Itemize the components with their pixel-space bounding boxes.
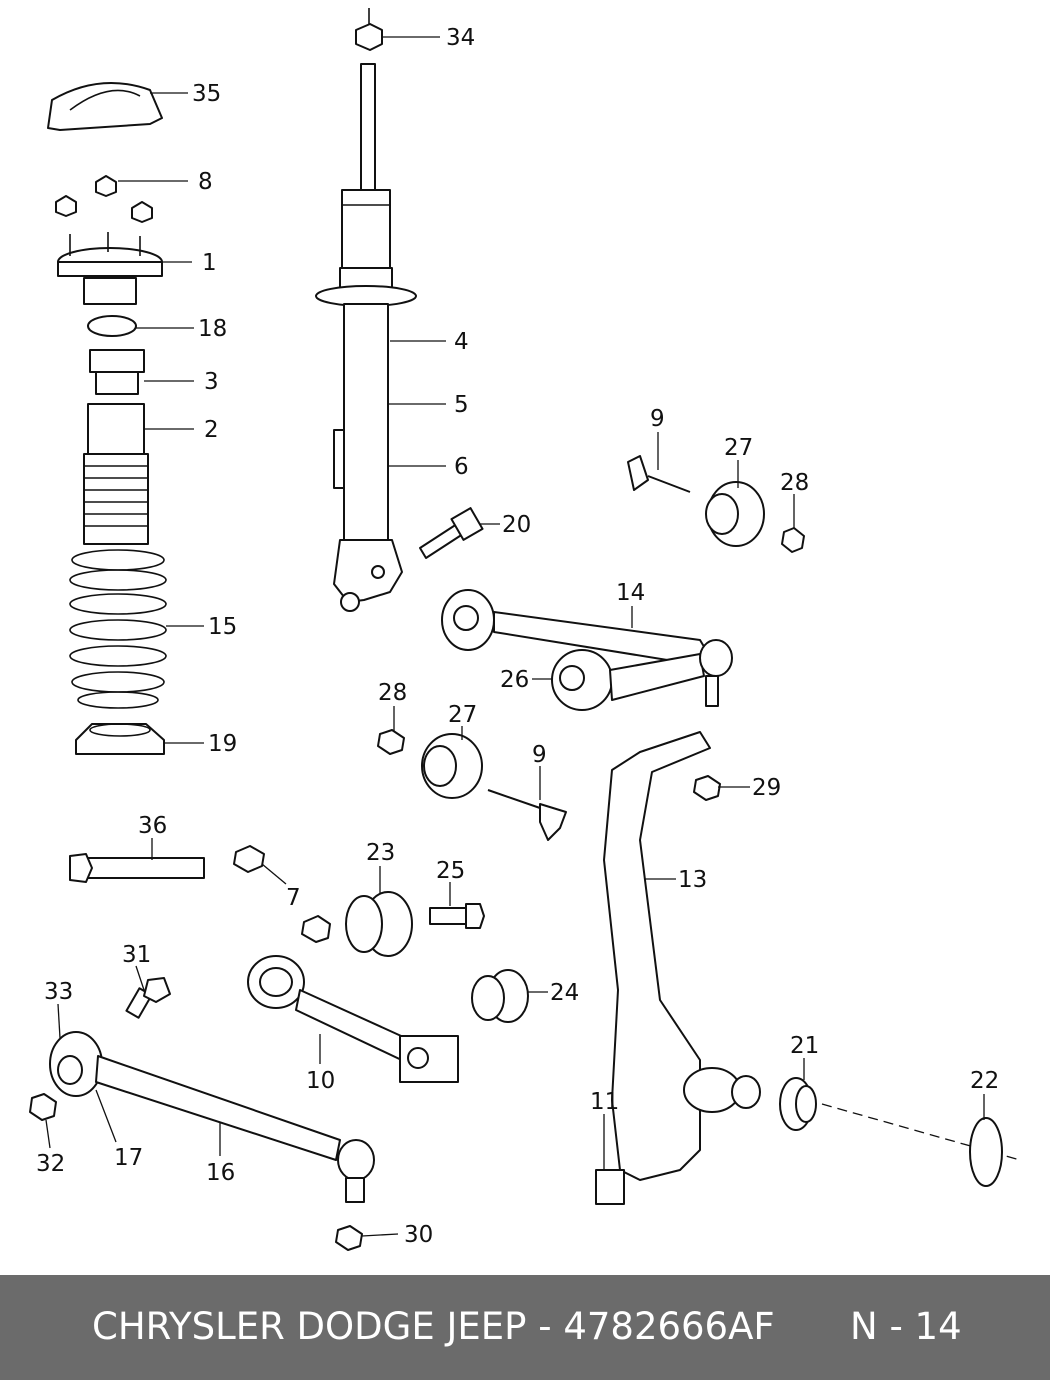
upper-arm-bolt-b [487,789,567,841]
callout-20: 20 [502,512,531,538]
knuckle-nut [693,775,721,801]
mount-nuts [55,175,153,223]
callout-28b: 28 [378,680,407,706]
callout-18: 18 [198,316,227,342]
footer-title: CHRYSLER DODGE JEEP - 4782666AF [92,1305,775,1348]
strut-bolt [419,507,484,559]
callout-9b: 9 [532,742,547,768]
lower-control-arm [247,955,459,1083]
spring-isolator [75,723,165,755]
steering-knuckle [595,731,761,1205]
upper-nut-b [377,729,405,755]
callout-21: 21 [790,1033,819,1059]
callout-23: 23 [366,840,395,866]
bearing [87,315,137,337]
upper-arm-bolt-a [627,455,691,493]
callout-5: 5 [454,392,469,418]
upper-mount [57,232,163,305]
callout-10: 10 [306,1068,335,1094]
dust-boot [83,403,149,545]
callout-4: 4 [454,329,469,355]
lower-bushing-b [471,969,529,1023]
lower-bushing-a [345,891,413,957]
callout-1: 1 [202,250,217,276]
hub-nut [779,1077,1021,1161]
callout-32: 32 [36,1151,65,1177]
callout-26: 26 [500,667,529,693]
callout-9a: 9 [650,406,665,432]
callout-25: 25 [436,858,465,884]
footer-page-code: N - 14 [850,1305,962,1348]
callout-16: 16 [206,1160,235,1186]
callout-33: 33 [44,979,73,1005]
tension-strut [49,1031,375,1203]
callout-labels: 34 35 8 1 18 3 2 15 19 4 5 6 20 9 27 28 … [36,25,999,1248]
callout-8: 8 [198,169,213,195]
long-bolt [69,853,205,883]
callout-29: 29 [752,775,781,801]
lower-nut-a [233,845,265,873]
callout-2: 2 [204,417,219,443]
callout-34: 34 [446,25,475,51]
callout-15: 15 [208,614,237,640]
callout-14: 14 [616,580,645,606]
lower-bolt-a [429,903,485,929]
callout-30: 30 [404,1222,433,1248]
top-cap [47,81,163,131]
upper-bushing-a [705,481,765,547]
lower-bolt-b [125,977,171,1019]
callout-28a: 28 [780,470,809,496]
footer-bar: CHRYSLER DODGE JEEP - 4782666AF N - 14 [0,1275,1050,1380]
lower-nut-b [301,915,331,943]
callout-6: 6 [454,454,469,480]
upper-nut-a [781,527,805,553]
callout-13: 13 [678,867,707,893]
ball-joint-nut [335,1225,363,1251]
strut-nut [355,8,383,51]
leader-lines [45,36,985,1237]
upper-bushing-b [421,733,483,799]
callout-7: 7 [286,885,301,911]
suspension-exploded-diagram: 34 35 8 1 18 3 2 15 19 4 5 6 20 9 27 28 … [29,8,1021,1251]
callout-31: 31 [122,942,151,968]
callout-36: 36 [138,813,167,839]
upper-control-arm [441,589,733,711]
hub-cap [969,1117,1003,1187]
strut-rod-nut [29,1093,57,1121]
callout-35: 35 [192,81,221,107]
callout-22: 22 [970,1068,999,1094]
coil-spring [69,549,167,709]
callout-11: 11 [590,1089,619,1115]
jounce-bumper [89,349,145,395]
callout-19: 19 [208,731,237,757]
callout-27b: 27 [448,702,477,728]
callout-17: 17 [114,1145,143,1171]
callout-24: 24 [550,980,579,1006]
callout-27a: 27 [724,435,753,461]
callout-3: 3 [204,369,219,395]
shock-absorber-strut [315,63,417,612]
